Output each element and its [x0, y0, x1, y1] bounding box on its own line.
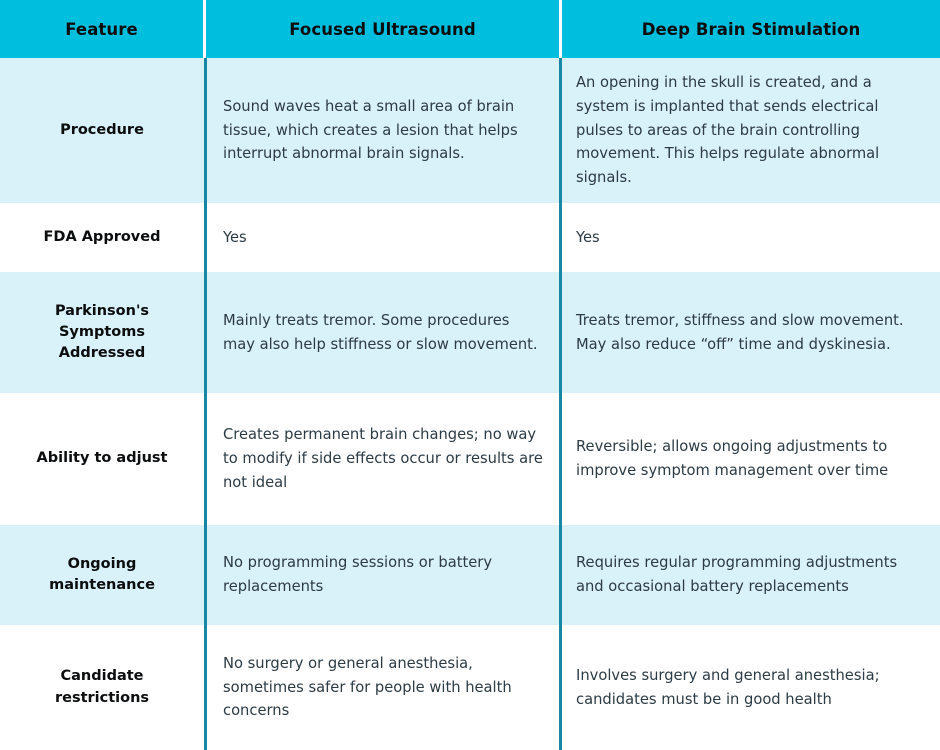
cell-text: An opening in the skull is created, and … [576, 73, 880, 187]
row-cell-deep-brain-stimulation: Yes [559, 203, 940, 272]
cell-text: Yes [576, 228, 600, 246]
row-cell-focused-ultrasound: Creates permanent brain changes; no way … [204, 393, 559, 525]
column-header-deep-brain-stimulation-label: Deep Brain Stimulation [641, 19, 861, 39]
column-header-focused-ultrasound: Focused Ultrasound [206, 0, 559, 58]
feature-text: Procedure [60, 121, 144, 138]
feature-text: Parkinson's Symptoms Addressed [54, 302, 150, 361]
cell-text: Creates permanent brain changes; no way … [223, 426, 543, 491]
cell-text: Treats tremor, stiffness and slow moveme… [576, 311, 904, 353]
row-feature-label: FDA Approved [0, 203, 204, 272]
feature-text: Ability to adjust [36, 450, 168, 467]
row-cell-deep-brain-stimulation: Treats tremor, stiffness and slow moveme… [559, 272, 940, 393]
table-row: FDA Approved Yes Yes [0, 203, 940, 272]
feature-text: Candidate restrictions [54, 668, 150, 706]
column-header-deep-brain-stimulation: Deep Brain Stimulation [562, 0, 940, 58]
cell-text: No surgery or general anesthesia, someti… [223, 654, 512, 720]
table-body: Procedure Sound waves heat a small area … [0, 58, 940, 750]
cell-text: Involves surgery and general anesthesia;… [576, 666, 880, 708]
row-cell-focused-ultrasound: No programming sessions or battery repla… [204, 525, 559, 625]
feature-text: FDA Approved [43, 228, 161, 245]
table-row: Ongoing maintenance No programming sessi… [0, 525, 940, 625]
table-header-row: Feature Focused Ultrasound Deep Brain St… [0, 0, 940, 58]
feature-text: Ongoing maintenance [49, 555, 155, 593]
row-cell-deep-brain-stimulation: Requires regular programming adjustments… [559, 525, 940, 625]
table-row: Parkinson's Symptoms Addressed Mainly tr… [0, 272, 940, 393]
column-header-focused-ultrasound-label: Focused Ultrasound [289, 19, 476, 39]
column-header-feature: Feature [0, 0, 203, 58]
table-row: Procedure Sound waves heat a small area … [0, 58, 940, 203]
row-feature-label: Candidate restrictions [0, 625, 204, 750]
row-feature-label: Procedure [0, 58, 204, 203]
row-cell-focused-ultrasound: Mainly treats tremor. Some procedures ma… [204, 272, 559, 393]
row-feature-label: Parkinson's Symptoms Addressed [0, 272, 204, 393]
row-feature-label: Ongoing maintenance [0, 525, 204, 625]
cell-text: Requires regular programming adjustments… [576, 554, 898, 595]
cell-text: Sound waves heat a small area of brain t… [223, 97, 518, 163]
column-header-feature-label: Feature [65, 19, 138, 39]
cell-text: Reversible; allows ongoing adjustments t… [576, 438, 889, 479]
row-cell-focused-ultrasound: No surgery or general anesthesia, someti… [204, 625, 559, 750]
row-cell-focused-ultrasound: Yes [204, 203, 559, 272]
row-cell-deep-brain-stimulation: Reversible; allows ongoing adjustments t… [559, 393, 940, 525]
table-row: Candidate restrictions No surgery or gen… [0, 625, 940, 750]
table-row: Ability to adjust Creates permanent brai… [0, 393, 940, 525]
row-cell-focused-ultrasound: Sound waves heat a small area of brain t… [204, 58, 559, 203]
cell-text: Mainly treats tremor. Some procedures ma… [223, 311, 538, 353]
cell-text: Yes [223, 228, 247, 246]
row-cell-deep-brain-stimulation: An opening in the skull is created, and … [559, 58, 940, 203]
row-feature-label: Ability to adjust [0, 393, 204, 525]
cell-text: No programming sessions or battery repla… [223, 554, 493, 595]
row-cell-deep-brain-stimulation: Involves surgery and general anesthesia;… [559, 625, 940, 750]
